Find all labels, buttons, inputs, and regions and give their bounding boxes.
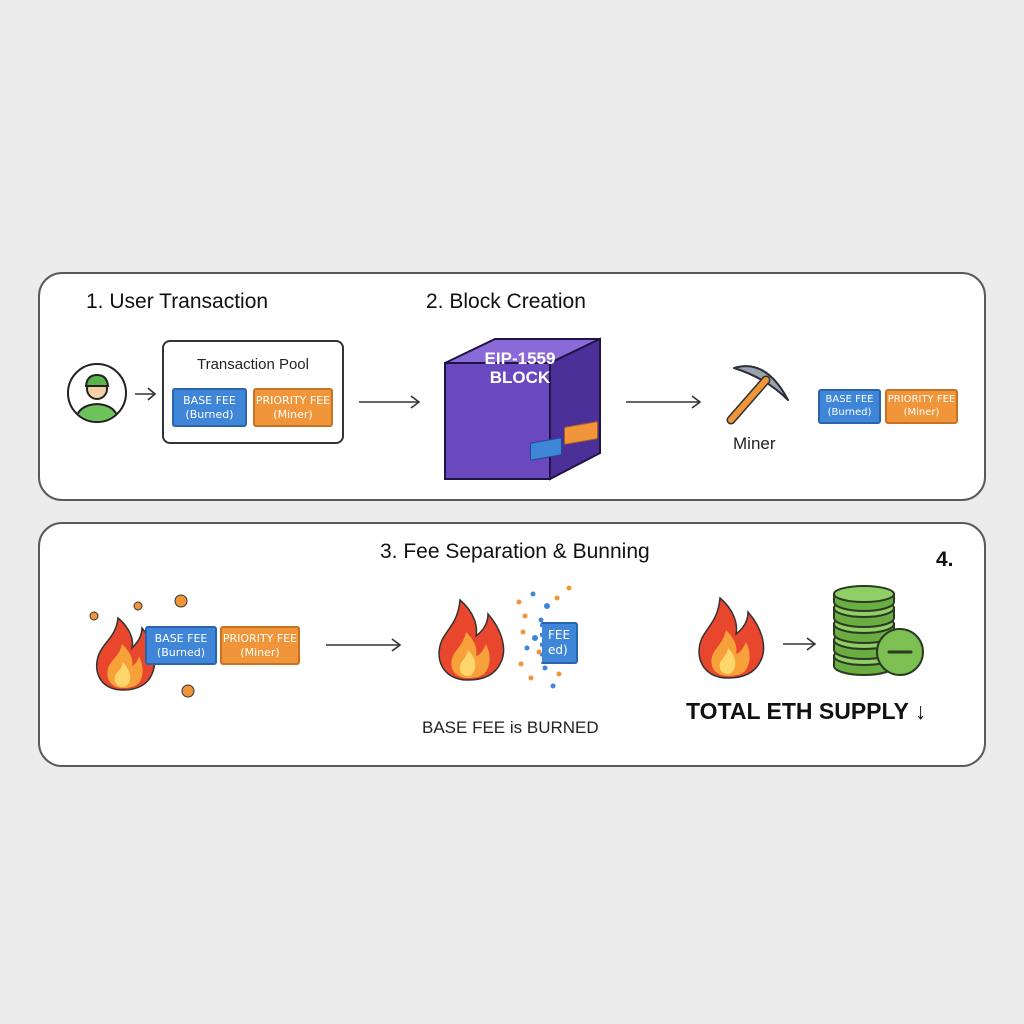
dissolving-fee-sub: ed): [548, 643, 568, 657]
burn-priority-fee-chip: PRIORITY FEE (Miner): [220, 626, 300, 665]
minus-icon: [876, 628, 924, 676]
miner-priority-fee-sub: (Miner): [903, 406, 940, 418]
burn-base-fee-sub: (Burned): [156, 645, 206, 659]
burn-base-fee-label: BASE FEE: [154, 632, 208, 645]
arrow-icon: [359, 395, 421, 409]
miner-label: Miner: [733, 434, 776, 453]
priority-fee-label: PRIORITY FEE: [255, 394, 331, 407]
burn-priority-fee-sub: (Miner): [240, 645, 280, 659]
step-title-four: 4.: [936, 548, 954, 571]
priority-fee-chip: PRIORITY FEE (Miner): [253, 388, 333, 427]
step-title-block-creation: 2. Block Creation: [426, 290, 586, 313]
dissolving-fee-label: FEE: [548, 628, 571, 642]
arrow-icon: [626, 395, 702, 409]
total-supply-label: TOTAL ETH SUPPLY ↓: [686, 698, 926, 725]
priority-fee-sub: (Miner): [273, 407, 313, 421]
arrow-icon: [783, 637, 817, 651]
step-title-user-transaction: 1. User Transaction: [86, 290, 269, 313]
user-icon: [67, 363, 127, 423]
step-title-fee-separation: 3. Fee Separation & Bunning: [380, 540, 650, 563]
flame-icon: [698, 596, 765, 679]
base-fee-chip: BASE FEE (Burned): [172, 388, 247, 427]
flame-icon: [89, 594, 195, 698]
miner-base-fee-sub: (Burned): [827, 406, 872, 418]
burn-particles: [516, 585, 572, 689]
flame-icon: [438, 598, 505, 681]
miner-priority-fee-label: PRIORITY FEE: [887, 394, 956, 405]
burned-caption: BASE FEE is BURNED: [422, 718, 599, 737]
coin-stack-icon: [833, 585, 924, 676]
transaction-pool-title: Transaction Pool: [196, 356, 309, 373]
total-supply-text: TOTAL ETH SUPPLY: [686, 698, 909, 724]
miner-base-fee-label: BASE FEE: [825, 394, 874, 405]
miner-base-fee-chip: BASE FEE (Burned): [818, 389, 881, 424]
dissolving-fee-chip: FEE ed): [540, 622, 578, 664]
burn-priority-fee-label: PRIORITY FEE: [222, 632, 298, 645]
block-title-line1: EIP-1559: [484, 349, 556, 368]
burn-base-fee-chip: BASE FEE (Burned): [145, 626, 217, 665]
block-title-line2: BLOCK: [489, 367, 551, 387]
supply-down-arrow-icon: ↓: [914, 698, 927, 724]
arrow-icon: [135, 387, 157, 401]
miner-priority-fee-chip: PRIORITY FEE (Miner): [885, 389, 958, 424]
base-fee-label: BASE FEE: [183, 394, 236, 407]
block-title: EIP-1559 BLOCK: [460, 349, 580, 387]
base-fee-sub: (Burned): [185, 407, 234, 421]
arrow-icon: [326, 638, 402, 652]
pickaxe-icon: [726, 365, 789, 425]
